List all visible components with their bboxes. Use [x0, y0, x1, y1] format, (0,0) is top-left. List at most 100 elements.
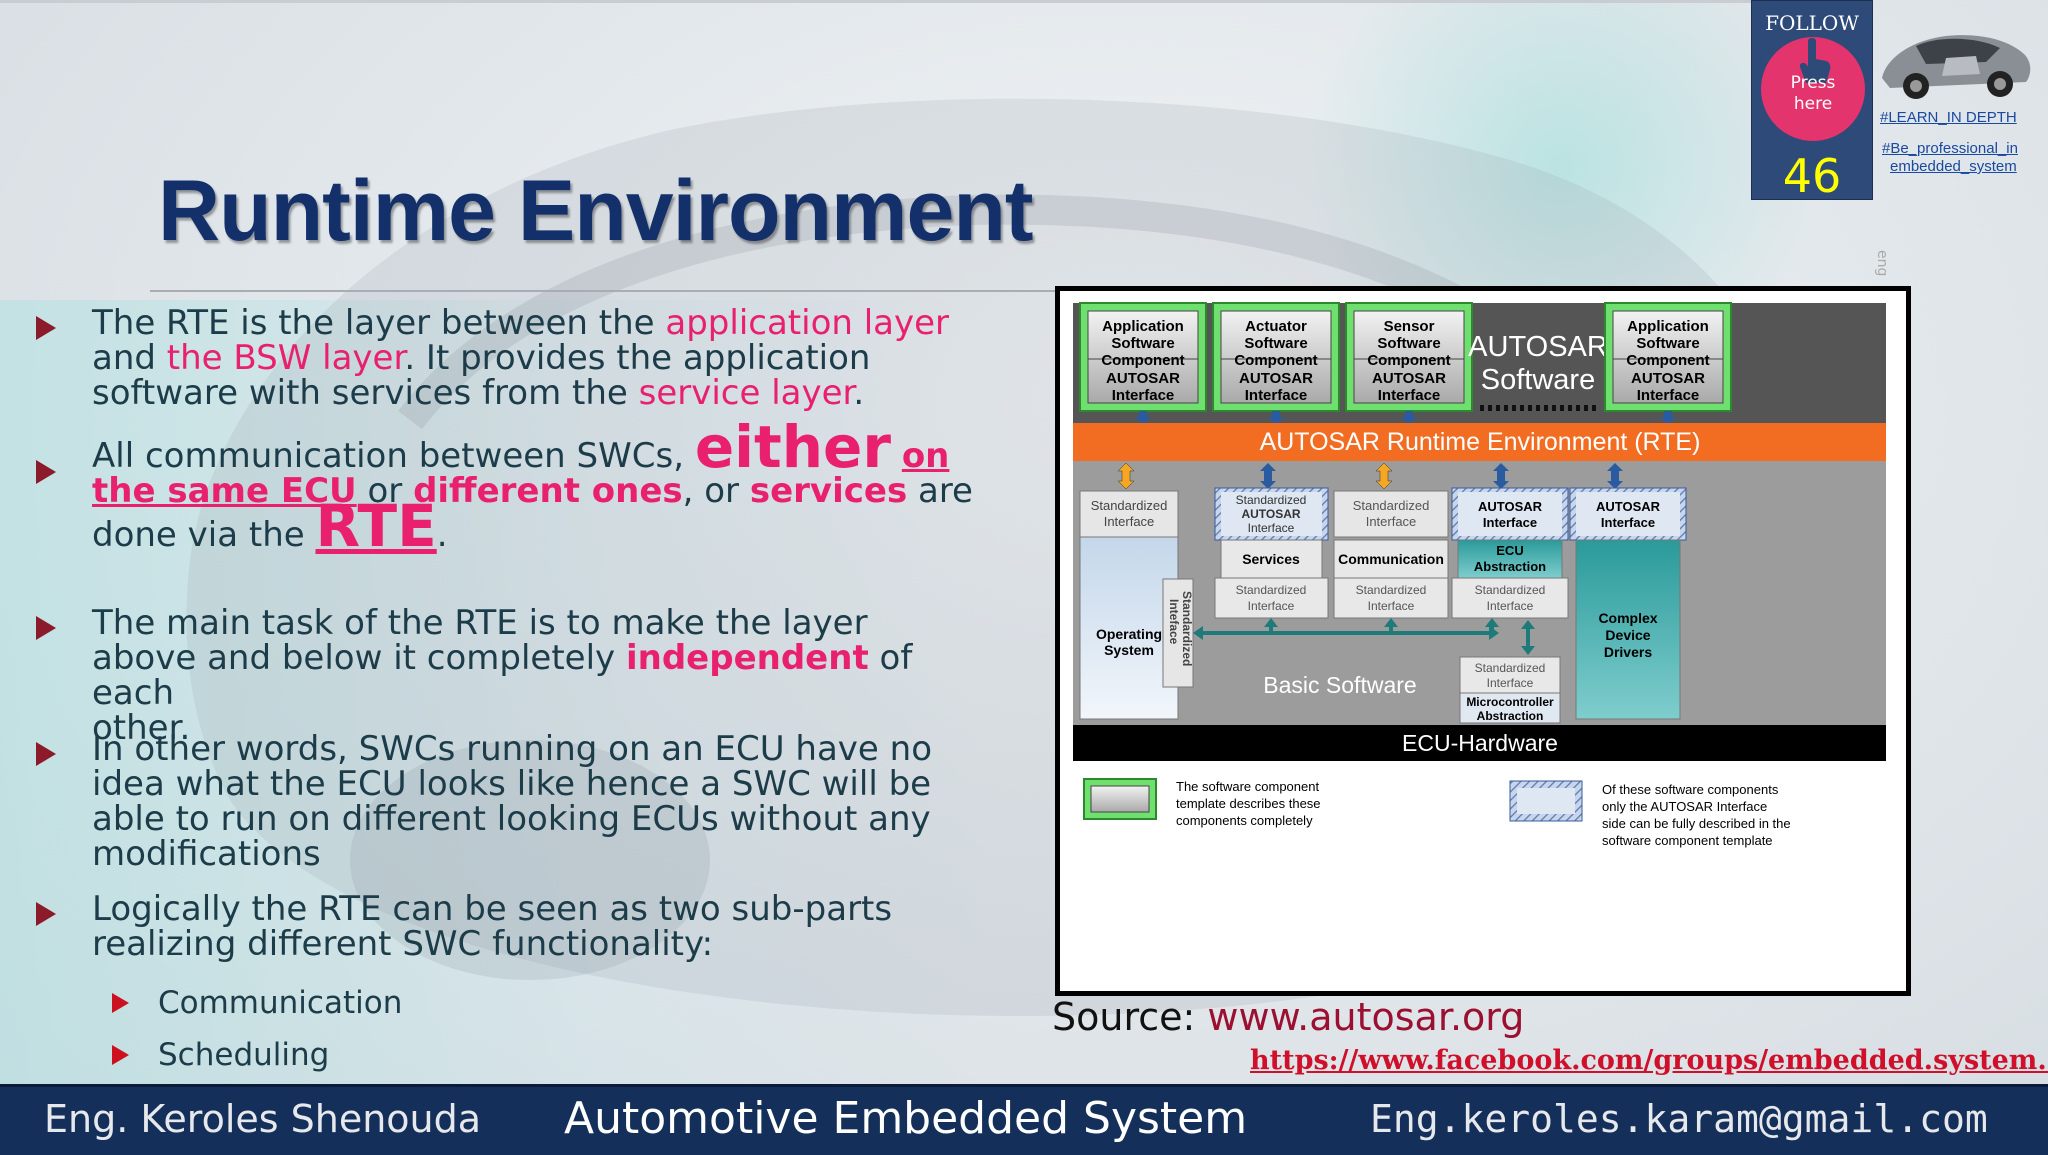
sub-bullet-item: Communication: [112, 985, 402, 1021]
sub-bullet-arrow-icon: [112, 993, 129, 1013]
complex-device-drivers-label: Drivers: [1604, 644, 1652, 660]
hashtag-learn-in-depth[interactable]: #LEARN_IN DEPTH: [1880, 109, 2017, 126]
text-run: Logically the RTE can be seen as two sub…: [92, 889, 893, 929]
footer-course-title: Automotive Embedded System: [564, 1093, 1248, 1144]
swc-label: Actuator: [1245, 318, 1307, 335]
swc-interface-label: Interface: [1378, 387, 1441, 404]
text-run: of each: [92, 638, 913, 713]
swc-interface-label: AUTOSAR: [1631, 370, 1705, 387]
text-run: able to run on different looking ECUs wi…: [92, 799, 931, 839]
ecu-hardware-label: ECU-Hardware: [1402, 730, 1558, 756]
legend-text: template describes these: [1176, 796, 1321, 811]
swc-label: Software: [1111, 335, 1174, 352]
basic-software-label: Basic Software: [1263, 672, 1416, 698]
text-run: done via the: [92, 515, 316, 555]
autosar-diagram: Application Software Component AUTOSAR I…: [1073, 302, 1886, 848]
highlight-same-ecu: the same ECU: [92, 471, 357, 511]
hashtag-be-professional[interactable]: #Be_professional_in: [1882, 140, 2018, 157]
autosar-interface-inner: [1458, 492, 1562, 536]
text-run: software with services from the: [92, 373, 639, 413]
std-interface-label: Interface: [1487, 676, 1534, 690]
swc-interface-label: Interface: [1637, 387, 1700, 404]
std-interface-label: Interface: [1104, 514, 1155, 529]
swc-box: Sensor Software Component AUTOSAR Interf…: [1345, 302, 1473, 412]
std-interface-label: Standardized: [1353, 498, 1430, 513]
text-run: other.: [92, 708, 191, 748]
bullet-item: All communication between SWCs, either o…: [32, 418, 973, 555]
footer-email: Eng.keroles.karam@gmail.com: [1370, 1097, 1988, 1141]
rte-label: AUTOSAR Runtime Environment (RTE): [1260, 428, 1701, 456]
swc-label: Component: [1101, 352, 1184, 369]
std-interface-label: Standardized: [1236, 583, 1307, 597]
sub-bullet-arrow-icon: [112, 1045, 129, 1065]
side-vertical-text: eng: [1874, 250, 1890, 277]
highlight-services: services: [749, 471, 908, 511]
std-autosar-label: Interface: [1248, 521, 1295, 535]
swc-interface-label: AUTOSAR: [1106, 370, 1180, 387]
bullet-arrow-icon: [36, 616, 56, 640]
services-label: Services: [1242, 551, 1300, 567]
footer-bar: Eng. Keroles Shenouda Automotive Embedde…: [0, 1084, 2048, 1155]
std-interface-label: Interface: [1368, 599, 1415, 613]
swc-label: Sensor: [1384, 318, 1435, 335]
legend-interface-swatch-inner: [1517, 788, 1575, 814]
swc-label: Application: [1102, 318, 1184, 335]
bullet-arrow-icon: [36, 460, 56, 484]
sub-bullet-text: Scheduling: [158, 1037, 330, 1073]
text-run: and: [92, 338, 167, 378]
std-interface-box: [1333, 577, 1449, 619]
follow-us-badge[interactable]: FOLLOW US Press here 46: [1751, 0, 1873, 203]
std-interface-label: Standardized: [1356, 583, 1427, 597]
swc-label: Component: [1367, 352, 1450, 369]
swc-interface-label: AUTOSAR: [1372, 370, 1446, 387]
application-layer-bg: [1073, 303, 1886, 423]
text-run: or: [356, 471, 414, 511]
std-interface-label: Interface: [1248, 599, 1295, 613]
text-run: All communication between SWCs,: [92, 436, 695, 476]
text-run: , or: [682, 471, 750, 511]
highlight-service-layer: service layer: [638, 373, 854, 413]
ecu-abstraction-label: Abstraction: [1474, 559, 1546, 574]
complex-device-drivers-label: Device: [1605, 627, 1650, 643]
highlight-rte: RTE: [315, 492, 437, 560]
microcontroller-abstraction-label: Abstraction: [1477, 709, 1544, 723]
swc-label: Software: [1377, 335, 1440, 352]
highlight-on: on: [901, 436, 950, 476]
text-run: realizing different SWC functionality:: [92, 924, 714, 964]
text-run: modifications: [92, 834, 321, 874]
legend-text: components completely: [1176, 813, 1313, 828]
complex-device-drivers-label: Complex: [1598, 610, 1657, 626]
bullet-text: In other words, SWCs running on an ECU h…: [92, 732, 932, 872]
legend-text: only the AUTOSAR Interface: [1602, 799, 1767, 814]
swc-box: Application Software Component AUTOSAR I…: [1604, 302, 1732, 412]
text-run: are: [907, 471, 973, 511]
swc-label: Component: [1626, 352, 1709, 369]
bullet-text: All communication between SWCs, either o…: [92, 418, 973, 555]
ecu-abstraction-label: ECU: [1496, 543, 1523, 558]
source-url-link[interactable]: www.autosar.org: [1207, 995, 1525, 1039]
text-run: above and below it completely: [92, 638, 626, 678]
autosar-interface-inner: [1576, 492, 1680, 536]
bullet-text: The main task of the RTE is to make the …: [92, 606, 982, 746]
title-rule: [150, 290, 1060, 292]
swc-rte-arrows: [1135, 411, 1676, 425]
std-interface-box: [1333, 490, 1449, 538]
std-autosar-label: AUTOSAR: [1241, 507, 1300, 521]
bsw-connection-lines: [1193, 618, 1535, 655]
swc-interface-label: Interface: [1245, 387, 1308, 404]
text-run: The RTE is the layer between the: [92, 303, 666, 343]
bullet-text: The RTE is the layer between the applica…: [92, 306, 949, 411]
press-label: Press: [1790, 73, 1836, 93]
swc-label: Software: [1244, 335, 1307, 352]
bullet-text: Logically the RTE can be seen as two sub…: [92, 892, 892, 962]
legend-text: Of these software components: [1602, 782, 1779, 797]
facebook-group-link[interactable]: https://www.facebook.com/groups/embedded…: [1250, 1045, 2048, 1076]
highlight-either: either: [694, 413, 891, 481]
hashtag-embedded-system[interactable]: embedded_system: [1890, 158, 2017, 175]
bullet-arrow-icon: [36, 742, 56, 766]
highlight-bsw-layer: the BSW layer: [166, 338, 405, 378]
services-box: [1220, 539, 1323, 579]
complex-device-drivers-box: [1575, 539, 1681, 720]
footer-author: Eng. Keroles Shenouda: [44, 1097, 482, 1141]
autosar-software-label: AUTOSAR: [1468, 331, 1608, 363]
